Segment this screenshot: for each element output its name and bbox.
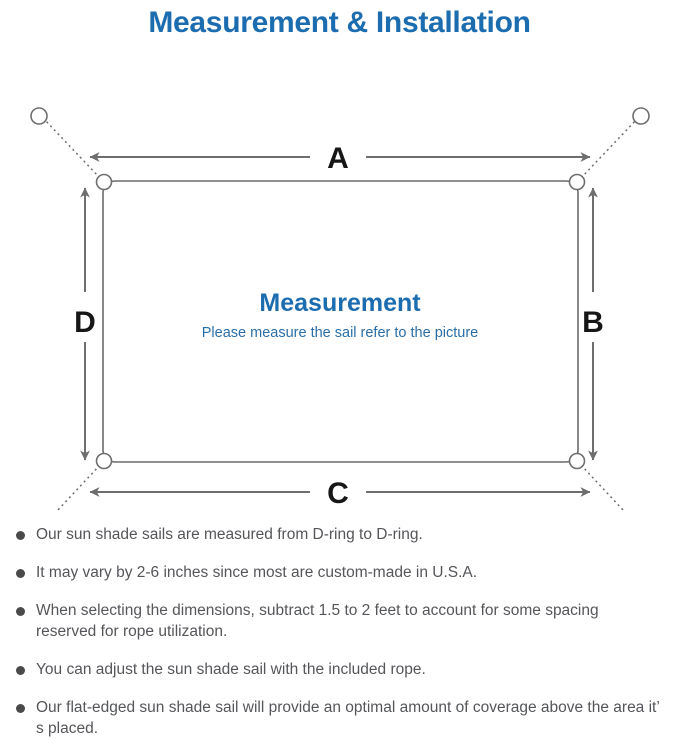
list-item: Our sun shade sails are measured from D-… — [14, 524, 663, 545]
list-item: It may vary by 2-6 inches since most are… — [14, 562, 663, 583]
rope-top-left — [42, 117, 101, 179]
d-ring-bottom-right — [568, 452, 586, 470]
list-item-label: Our sun shade sails are measured from D-… — [36, 526, 423, 543]
page-title: Measurement & Installation — [148, 6, 531, 39]
dimension-label-d: D — [74, 306, 96, 339]
d-ring-top-left — [95, 173, 113, 191]
list-item-label: It may vary by 2-6 inches since most are… — [36, 564, 478, 581]
bullet-icon — [16, 531, 25, 540]
diagram-svg: A C D B Measurement Please measure the s… — [30, 107, 650, 512]
dimension-label-b: B — [582, 306, 604, 339]
bullet-icon — [16, 569, 25, 578]
measurement-diagram: A C D B Measurement Please measure the s… — [0, 42, 679, 512]
bullet-icon — [16, 607, 25, 616]
notes-list: Our sun shade sails are measured from D-… — [0, 524, 679, 756]
list-item: When selecting the dimensions, subtract … — [14, 600, 663, 642]
list-item-label: When selecting the dimensions, subtract … — [36, 602, 599, 640]
anchor-points — [30, 107, 650, 125]
anchor-ring-top-right — [632, 107, 650, 125]
diagram-center-title: Measurement — [259, 289, 421, 317]
list-item: You can adjust the sun shade sail with t… — [14, 659, 663, 680]
rope-bottom-right — [580, 464, 626, 512]
bullet-icon — [16, 666, 25, 675]
rope-top-right — [580, 117, 639, 179]
d-ring-top-right — [568, 173, 586, 191]
rope-bottom-left — [55, 464, 101, 512]
anchor-ring-top-left — [30, 107, 48, 125]
list-item-label: You can adjust the sun shade sail with t… — [36, 661, 426, 678]
d-rings — [95, 173, 586, 470]
bullet-icon — [16, 704, 25, 713]
dimension-label-c: C — [327, 477, 349, 510]
sail-rectangle — [102, 180, 579, 463]
d-ring-bottom-left — [95, 452, 113, 470]
list-item-label: Our flat-edged sun shade sail will provi… — [36, 699, 660, 737]
list-item: Our flat-edged sun shade sail will provi… — [14, 697, 663, 739]
dimension-label-a: A — [327, 142, 349, 175]
sail-shape — [102, 180, 579, 463]
diagram-center-subtitle: Please measure the sail refer to the pic… — [202, 325, 478, 341]
